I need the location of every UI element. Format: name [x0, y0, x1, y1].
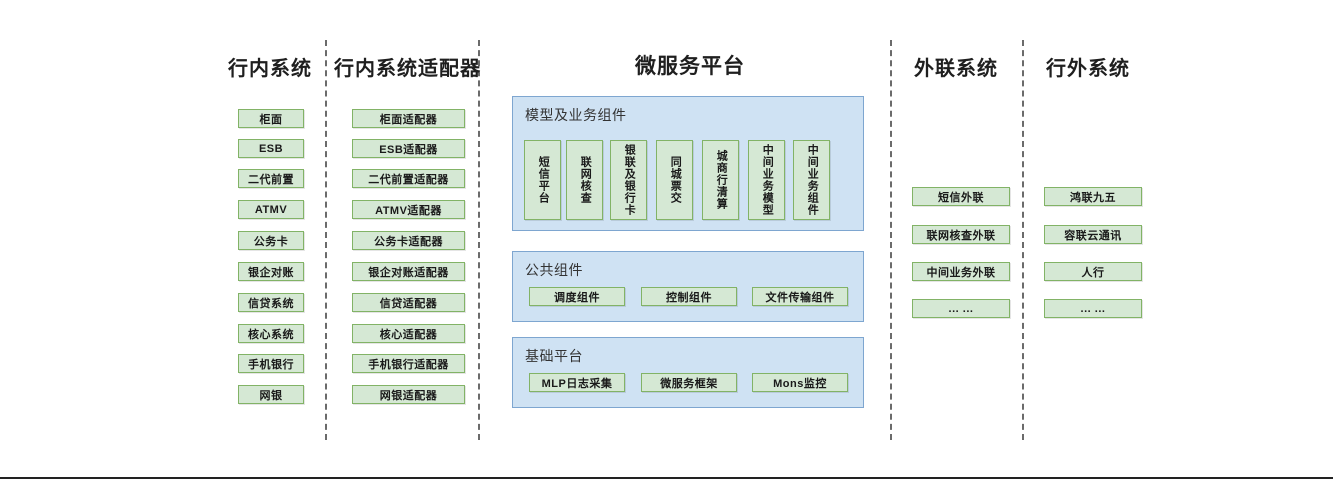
node-outside-bank-system[interactable]: ... ...: [1044, 299, 1142, 318]
node-public-component[interactable]: 控制组件: [641, 287, 737, 306]
node-external-link-system[interactable]: 短信外联: [912, 187, 1010, 206]
node-external-link-system[interactable]: ... ...: [912, 299, 1010, 318]
node-internal-system[interactable]: 银企对账: [238, 262, 304, 281]
node-external-link-system[interactable]: 中间业务外联: [912, 262, 1010, 281]
column-header-external-link-systems: 外联系统: [914, 58, 998, 80]
node-model-component[interactable]: 短信平台: [524, 140, 561, 220]
divider-4: [1022, 40, 1024, 440]
node-model-component[interactable]: 联网核查: [566, 140, 603, 220]
node-internal-system[interactable]: 手机银行: [238, 354, 304, 373]
node-internal-adapter[interactable]: ATMV适配器: [352, 200, 465, 219]
node-model-component[interactable]: 中间业务组件: [793, 140, 830, 220]
node-outside-bank-system[interactable]: 鸿联九五: [1044, 187, 1142, 206]
node-internal-adapter[interactable]: 公务卡适配器: [352, 231, 465, 250]
node-public-component[interactable]: 调度组件: [529, 287, 625, 306]
node-base-platform-component[interactable]: Mons监控: [752, 373, 848, 392]
node-internal-system[interactable]: 公务卡: [238, 231, 304, 250]
node-internal-adapter[interactable]: 信贷适配器: [352, 293, 465, 312]
column-header-microservice-platform: 微服务平台: [635, 55, 745, 78]
node-internal-adapter[interactable]: 核心适配器: [352, 324, 465, 343]
node-internal-adapter[interactable]: 柜面适配器: [352, 109, 465, 128]
panel-title-base-platform: 基础平台: [525, 348, 583, 364]
node-base-platform-component[interactable]: 微服务框架: [641, 373, 737, 392]
node-internal-adapter[interactable]: 手机银行适配器: [352, 354, 465, 373]
divider-1: [325, 40, 327, 440]
node-internal-adapter[interactable]: 二代前置适配器: [352, 169, 465, 188]
node-internal-system[interactable]: 核心系统: [238, 324, 304, 343]
node-model-component[interactable]: 银联及银行卡: [610, 140, 647, 220]
panel-public-components: 公共组件: [512, 251, 864, 322]
panel-title-model-business-components: 模型及业务组件: [525, 107, 627, 123]
node-base-platform-component[interactable]: MLP日志采集: [529, 373, 625, 392]
column-header-internal-adapters: 行内系统适配器: [334, 58, 481, 80]
panel-base-platform: 基础平台: [512, 337, 864, 408]
node-internal-adapter[interactable]: 网银适配器: [352, 385, 465, 404]
bottom-divider-rule: [0, 477, 1333, 479]
node-internal-system[interactable]: ATMV: [238, 200, 304, 219]
node-public-component[interactable]: 文件传输组件: [752, 287, 848, 306]
node-internal-adapter[interactable]: ESB适配器: [352, 139, 465, 158]
node-internal-system[interactable]: 信贷系统: [238, 293, 304, 312]
node-internal-system[interactable]: ESB: [238, 139, 304, 158]
node-model-component[interactable]: 中间业务模型: [748, 140, 785, 220]
node-internal-system[interactable]: 柜面: [238, 109, 304, 128]
node-model-component[interactable]: 同城票交: [656, 140, 693, 220]
node-outside-bank-system[interactable]: 容联云通讯: [1044, 225, 1142, 244]
node-external-link-system[interactable]: 联网核查外联: [912, 225, 1010, 244]
node-internal-adapter[interactable]: 银企对账适配器: [352, 262, 465, 281]
node-model-component[interactable]: 城商行清算: [702, 140, 739, 220]
node-outside-bank-system[interactable]: 人行: [1044, 262, 1142, 281]
column-header-outside-bank-systems: 行外系统: [1046, 58, 1130, 80]
column-header-internal-systems: 行内系统: [228, 58, 312, 80]
node-internal-system[interactable]: 网银: [238, 385, 304, 404]
panel-title-public-components: 公共组件: [525, 262, 583, 278]
divider-3: [890, 40, 892, 440]
node-internal-system[interactable]: 二代前置: [238, 169, 304, 188]
divider-2: [478, 40, 480, 440]
